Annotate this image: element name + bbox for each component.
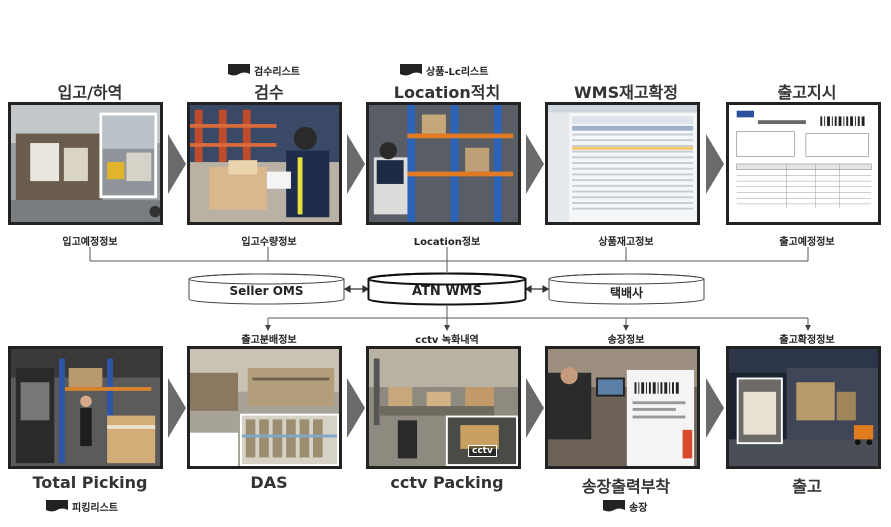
- flow-chevron: [347, 378, 365, 438]
- system-label: Seller OMS: [229, 284, 304, 298]
- step-title-location: Location적치: [393, 83, 501, 102]
- cctv-overlay-label: cctv: [468, 445, 497, 457]
- doc-tag-label: 피킹리스트: [72, 503, 118, 514]
- oms-wms-arrow: [343, 284, 370, 294]
- doc-tag-label: 검수리스트: [254, 67, 300, 78]
- system-label: 택배사: [609, 286, 644, 300]
- photo-inspection: [187, 102, 342, 225]
- doc-tag-label: 상품-Lc리스트: [426, 67, 489, 78]
- caption-outbound-plan: 출고예정정보: [779, 237, 835, 248]
- step-title-outbound: 출고: [792, 477, 822, 496]
- step-title-wms-confirm: WMS재고확정: [574, 83, 678, 102]
- doc-tag-label: 송장: [629, 503, 648, 514]
- photo-location: [366, 102, 521, 225]
- step-title-das: DAS: [250, 473, 288, 492]
- system-label: ATN WMS: [412, 284, 482, 299]
- flow-chevron: [347, 134, 365, 194]
- document-icon: [603, 500, 625, 512]
- photo-receiving: [8, 102, 163, 225]
- system-courier: 택배사: [548, 273, 705, 305]
- caption-location-info: Location정보: [413, 237, 481, 248]
- step-title-total-picking: Total Picking: [32, 473, 148, 492]
- wms-courier-arrow: [524, 284, 550, 294]
- photo-dispatch-order: [726, 102, 881, 225]
- photo-total-picking: [8, 346, 163, 469]
- photo-cctv-packing: cctv: [366, 346, 521, 469]
- caption-outbound-confirm: 출고확정정보: [779, 335, 835, 346]
- photo-waybill-print: [545, 346, 700, 469]
- caption-inbound-plan: 입고예정정보: [62, 237, 118, 248]
- photo-das: [187, 346, 342, 469]
- step-title-waybill-print: 송장출력부착: [581, 477, 671, 496]
- caption-inbound-qty: 입고수량정보: [241, 237, 297, 248]
- flow-chevron: [526, 378, 544, 438]
- photo-wms-screen: [545, 102, 700, 225]
- doc-tag-waybill: 송장: [603, 499, 647, 514]
- step-title-cctv-packing: cctv Packing: [390, 473, 504, 492]
- document-icon: [46, 500, 68, 512]
- flow-chevron: [168, 378, 186, 438]
- step-title-dispatch-order: 출고지시: [777, 83, 837, 102]
- flow-chevron: [706, 378, 724, 438]
- doc-tag-picking-list: 피킹리스트: [46, 499, 118, 514]
- document-icon: [228, 64, 250, 76]
- step-title-inspection: 검수: [254, 83, 284, 102]
- doc-tag-inspection-list: 검수리스트: [228, 63, 300, 78]
- caption-outbound-distribution: 출고분배정보: [241, 335, 297, 346]
- doc-tag-product-lc-list: 상품-Lc리스트: [400, 63, 488, 78]
- flow-chevron: [526, 134, 544, 194]
- flow-chevron: [168, 134, 186, 194]
- caption-waybill-info: 송장정보: [607, 335, 645, 346]
- step-title-receiving: 입고/하역: [57, 83, 123, 102]
- caption-stock-info: 상품재고정보: [598, 237, 654, 248]
- system-atn-wms: ATN WMS: [367, 272, 527, 306]
- photo-outbound: [726, 346, 881, 469]
- caption-cctv-record: cctv 녹화내역: [415, 335, 479, 346]
- document-icon: [400, 64, 422, 76]
- flow-chevron: [706, 134, 724, 194]
- system-seller-oms: Seller OMS: [188, 273, 345, 305]
